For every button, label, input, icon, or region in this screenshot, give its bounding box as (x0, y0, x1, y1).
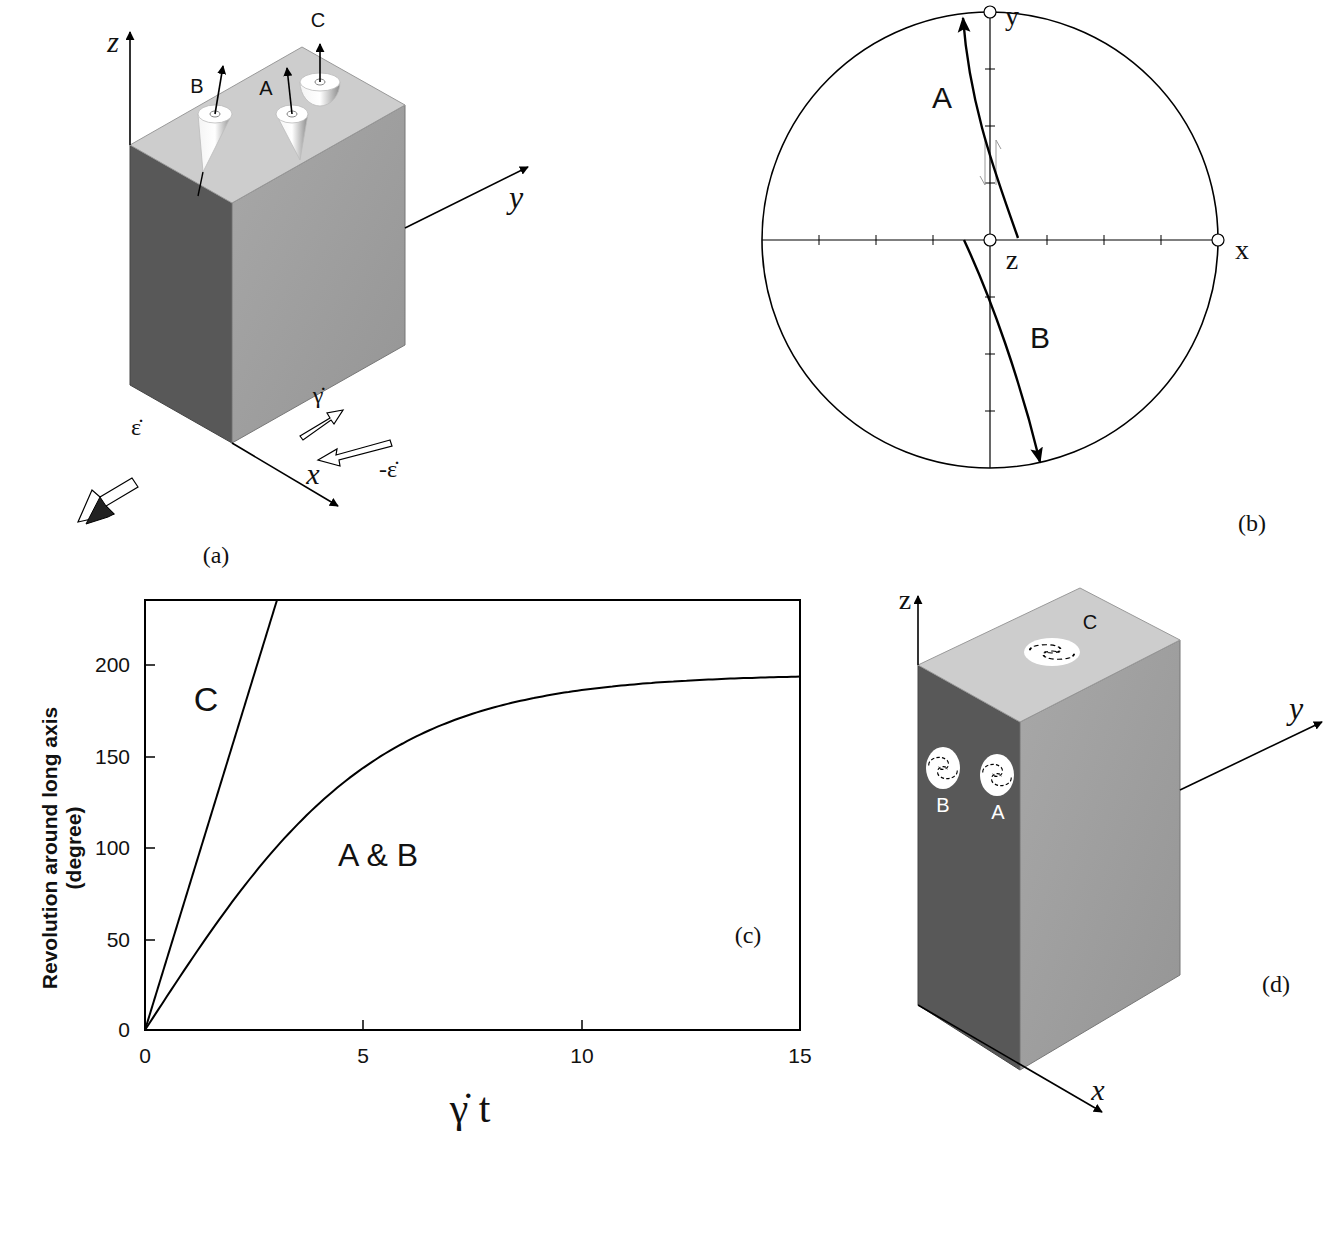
axis-title: Revolution around long axis (degree) (38, 698, 86, 998)
block-a (78, 32, 528, 524)
rate-symbol: γ̇ (313, 382, 324, 410)
curve-label: A (932, 81, 952, 116)
axis-letter: x (1235, 234, 1249, 266)
grain-label: B (936, 794, 949, 817)
axis-letter: z (107, 25, 119, 60)
grain-label: A (259, 77, 272, 100)
curve-label: A & B (338, 837, 418, 874)
panel-label: (d) (1262, 971, 1290, 999)
stereonet-b (762, 6, 1224, 468)
axis-letter: z (1006, 244, 1018, 276)
tick-label: 15 (788, 1044, 811, 1068)
panel-label: (c) (735, 922, 762, 950)
tick-label: 0 (139, 1044, 151, 1068)
axis-letter: y (1289, 690, 1303, 727)
curve-label: B (1030, 321, 1050, 356)
plot-c (145, 600, 800, 1030)
rate-symbol: -ε̇ (379, 456, 397, 484)
block-d (918, 588, 1322, 1112)
rate-symbol: ε̇ (131, 414, 141, 442)
axis-letter: y (509, 179, 523, 216)
axis-letter: x (1091, 1073, 1104, 1108)
panel-label: (a) (203, 542, 230, 570)
axis-letter: x (306, 457, 319, 492)
tick-label: 150 (95, 745, 130, 769)
tick-label: 0 (118, 1018, 130, 1042)
axis-title: γ̇ t (450, 1084, 491, 1132)
axis-letter: y (1005, 0, 1019, 32)
panel-label: (b) (1238, 510, 1266, 538)
tick-label: 5 (357, 1044, 369, 1068)
curve-label: C (194, 680, 219, 719)
tick-label: 200 (95, 653, 130, 677)
grain-label: C (1083, 611, 1097, 634)
grain-label: B (190, 75, 203, 98)
tick-label: 50 (107, 928, 130, 952)
rotation-curve (145, 677, 800, 1030)
tick-label: 100 (95, 836, 130, 860)
grain-label: C (311, 9, 325, 32)
grain-label: A (991, 801, 1004, 824)
tick-label: 10 (570, 1044, 593, 1068)
axis-letter: z (899, 584, 911, 616)
